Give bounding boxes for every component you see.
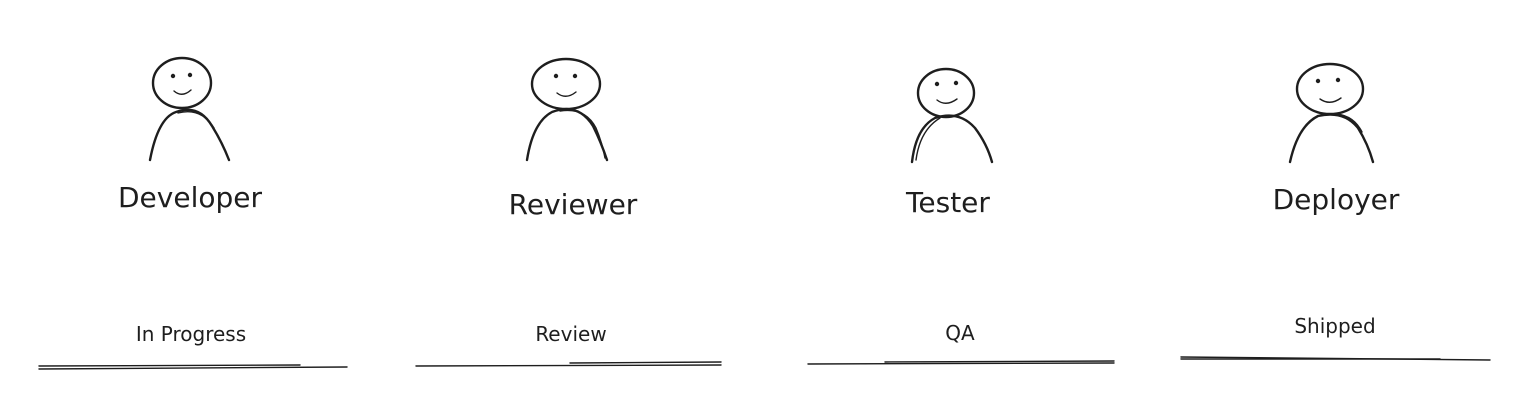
actor-developer[interactable]: Developer [118, 56, 262, 214]
actor-label: Tester [905, 186, 990, 219]
actor-reviewer[interactable]: Reviewer [509, 57, 638, 221]
stage-underline [807, 360, 1115, 365]
stick-figure-icon [910, 67, 994, 164]
stick-figure-icon [525, 57, 609, 162]
actor-label: Reviewer [509, 188, 638, 221]
stage-label: QA [945, 321, 975, 345]
stage-underline [415, 361, 722, 367]
stage-label: In Progress [136, 322, 246, 346]
actor-label: Deployer [1273, 183, 1400, 216]
stage-in-progress[interactable]: In Progress [38, 322, 348, 370]
stage-label: Shipped [1294, 314, 1375, 338]
stick-figure-icon [148, 56, 231, 162]
stage-shipped[interactable]: Shipped [1180, 314, 1491, 361]
actor-deployer[interactable]: Deployer [1273, 62, 1400, 216]
stage-label: Review [535, 322, 606, 346]
stage-underline [1180, 356, 1491, 361]
stage-review[interactable]: Review [415, 322, 722, 367]
actor-label: Developer [118, 181, 262, 214]
stick-figure-icon [1288, 62, 1375, 164]
actor-tester[interactable]: Tester [905, 67, 994, 219]
stage-underline [38, 364, 348, 370]
stage-qa[interactable]: QA [807, 321, 1115, 365]
